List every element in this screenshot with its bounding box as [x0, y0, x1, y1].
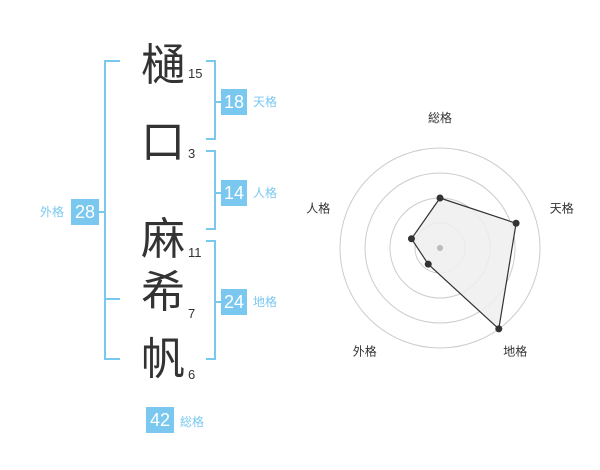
stroke-count-3: 11: [188, 245, 202, 260]
gaikaku-badge: 28: [71, 199, 99, 225]
soukaku-label: 総格: [180, 415, 205, 429]
jinkaku-badge: 14: [221, 180, 247, 206]
name-char-5: 帆: [141, 334, 185, 385]
soukaku-badge: 42: [146, 407, 174, 433]
stroke-count-5: 6: [188, 367, 196, 382]
radar-ring-3: [364, 172, 516, 324]
radar-axis-label-1: 総格: [428, 110, 452, 125]
stroke-count-1: 15: [188, 66, 203, 81]
name-char-2: 口: [141, 117, 185, 168]
radar-axis-label-3: 地格: [503, 344, 527, 359]
stroke-count-2: 3: [188, 146, 196, 161]
radar-axis-label-2: 天格: [550, 200, 574, 215]
chikaku-label: 地格: [253, 295, 278, 309]
radar-series-area: [410, 197, 517, 331]
name-char-3: 麻: [141, 214, 185, 265]
chikaku-badge: 24: [221, 289, 247, 315]
radar-axis-label-5: 人格: [306, 200, 330, 215]
jinkaku-label: 人格: [253, 186, 278, 200]
stroke-count-4: 7: [188, 306, 196, 321]
radar-point-2: [512, 219, 520, 227]
gaikaku-label: 外格: [40, 205, 65, 219]
radar-axis-label-4: 外格: [353, 344, 377, 359]
radar-point-5: [407, 235, 415, 243]
radar-center: [437, 245, 443, 251]
tenkaku-label: 天格: [253, 95, 278, 109]
radar-ring-4: [339, 147, 541, 349]
name-char-4: 希: [141, 267, 185, 318]
tenkaku-badge: 18: [221, 89, 247, 115]
radar-point-1: [436, 194, 444, 202]
radar-point-4: [424, 260, 432, 268]
radar-point-3: [495, 325, 503, 333]
name-char-1: 樋: [141, 40, 185, 91]
